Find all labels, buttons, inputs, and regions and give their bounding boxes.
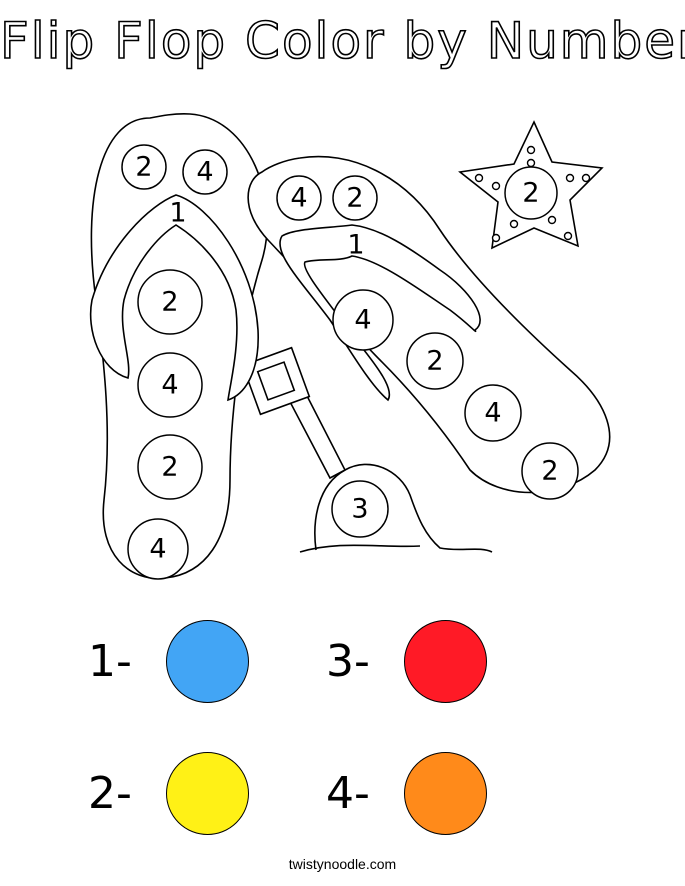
left-toe-number-b: 4 [196, 157, 213, 188]
legend-item-2: 2- [88, 752, 249, 835]
right-toe-number-b: 2 [346, 183, 363, 214]
right-sole-number-2: 2 [426, 346, 443, 377]
right-strap-number: 1 [347, 230, 364, 261]
sand-number: 3 [351, 494, 368, 525]
right-sole-number-3: 4 [484, 398, 501, 429]
legend-item-1: 1- [88, 620, 249, 703]
right-toe-number-a: 4 [290, 183, 307, 214]
flip-flop-illustration: 2 4 1 2 4 2 4 4 2 1 4 2 4 2 3 2 [89, 113, 611, 580]
legend-item-3: 3- [326, 620, 487, 703]
legend-label-3: 3- [326, 636, 370, 687]
shovel-handle [286, 391, 347, 480]
left-sole-number-1: 2 [161, 287, 178, 318]
sand-base [299, 544, 421, 553]
right-flip-flop-strap [279, 224, 481, 402]
right-sole-number-4: 2 [541, 456, 558, 487]
orange-swatch [404, 752, 487, 835]
left-toe-number-a: 2 [135, 152, 152, 183]
legend-label-2: 2- [88, 768, 132, 819]
right-sole-number-1: 4 [354, 305, 371, 336]
left-sole-number-3: 2 [161, 452, 178, 483]
legend-label-4: 4- [326, 768, 370, 819]
left-sole-number-2: 4 [161, 370, 178, 401]
blue-swatch [166, 620, 249, 703]
legend-label-1: 1- [88, 636, 132, 687]
legend-item-4: 4- [326, 752, 487, 835]
left-flip-flop-strap [89, 194, 259, 402]
red-swatch [404, 620, 487, 703]
site-credit: twistynoodle.com [288, 856, 397, 872]
shovel-grip-inner [256, 361, 296, 401]
starfish-number: 2 [522, 178, 539, 209]
left-strap-number: 1 [169, 198, 186, 229]
page-title: Flip Flop Color by Number [0, 11, 685, 71]
yellow-swatch [166, 752, 249, 835]
left-sole-number-4: 4 [149, 534, 166, 565]
